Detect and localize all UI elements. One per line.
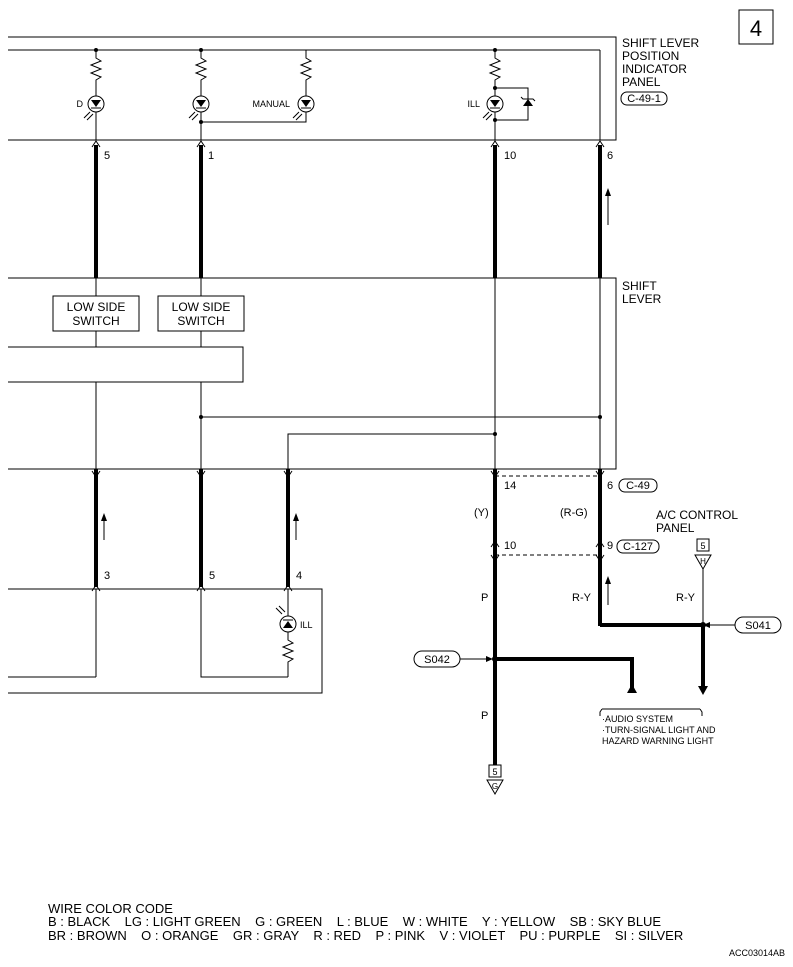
low-side-switch-1 bbox=[52, 295, 140, 332]
splice-s041-badge bbox=[734, 616, 782, 634]
ill-lamp-label: ILL bbox=[467, 99, 480, 109]
panel-to-lever-wires bbox=[91, 140, 611, 278]
panel-pin-1: 1 bbox=[208, 150, 214, 162]
destination-audio: ·AUDIO SYSTEM bbox=[602, 714, 673, 724]
low-side-switch-2-line-1: LOW SIDE bbox=[172, 300, 231, 314]
lower-pin-4: 4 bbox=[296, 570, 302, 582]
ac-panel-ref-num: 5 bbox=[700, 541, 705, 551]
wire-color-p-2: P bbox=[481, 710, 488, 722]
low-side-switch-2-line-2: SWITCH bbox=[177, 314, 224, 328]
indicator-panel: SHIFT LEVER POSITION INDICATOR PANEL C-4… bbox=[8, 36, 699, 141]
connector-c127-label: C-127 bbox=[623, 541, 653, 553]
indicator-panel-title-4: PANEL bbox=[622, 75, 661, 89]
ac-panel-ref-triangle bbox=[694, 554, 712, 571]
splice-s041-label: S041 bbox=[745, 620, 771, 632]
lever-pin-6: 6 bbox=[607, 480, 613, 492]
manual-lamp-label: MANUAL bbox=[252, 99, 290, 109]
page-number: 4 bbox=[750, 16, 762, 41]
ac-panel-title-1: A/C CONTROL bbox=[656, 508, 738, 522]
destination-hazard: HAZARD WARNING LIGHT bbox=[602, 736, 714, 746]
lever-to-lower-wires bbox=[91, 469, 299, 592]
lower-pin-3: 3 bbox=[104, 570, 110, 582]
ac-panel-ref-box bbox=[696, 538, 710, 552]
wire-color-p-1: P bbox=[481, 592, 488, 604]
bottom-ref-num: 5 bbox=[492, 767, 497, 777]
connector-c49-1-label: C-49-1 bbox=[627, 93, 661, 105]
indicator-panel-title-2: POSITION bbox=[622, 49, 679, 63]
connector-c49-label: C-49 bbox=[626, 480, 650, 492]
zener-diode-icon bbox=[523, 99, 533, 106]
bottom-ref-letter: G bbox=[492, 782, 498, 791]
low-side-switch-1-line-2: SWITCH bbox=[72, 314, 119, 328]
junction-pin-10: 10 bbox=[504, 540, 516, 552]
wire-color-code-row-2: BR : BROWN O : ORANGE GR : GRAY R : RED … bbox=[48, 928, 683, 943]
shift-lever-title-2: LEVER bbox=[622, 292, 662, 306]
panel-pin-5: 5 bbox=[104, 150, 110, 162]
wire-color-ry-1: R-Y bbox=[572, 592, 592, 604]
wire-color-code-title: WIRE COLOR CODE bbox=[48, 901, 173, 916]
low-side-switch-2 bbox=[157, 295, 245, 332]
junction-pin-9: 9 bbox=[607, 540, 613, 552]
ac-panel-title-2: PANEL bbox=[656, 521, 695, 535]
connector-c127-badge bbox=[616, 539, 660, 554]
connector-c49-1-badge bbox=[620, 91, 668, 106]
switch-block bbox=[8, 346, 244, 383]
splice-s042-label: S042 bbox=[424, 654, 450, 666]
low-side-switch-1-line-1: LOW SIDE bbox=[67, 300, 126, 314]
lower-ill-lamp-label: ILL bbox=[300, 620, 313, 630]
lower-unit: ILL bbox=[8, 588, 323, 694]
indicator-panel-title-1: SHIFT LEVER bbox=[622, 36, 699, 50]
bottom-ref-box bbox=[488, 764, 502, 778]
lower-pin-5: 5 bbox=[209, 570, 215, 582]
connector-c49-badge bbox=[618, 478, 658, 493]
shift-lever: SHIFT LEVER LOW SIDE SWITCH LOW SIDE SWI… bbox=[8, 277, 662, 470]
destination-turn-signal: ·TURN-SIGNAL LIGHT AND bbox=[602, 725, 716, 735]
ac-panel-ref-letter: H bbox=[700, 557, 706, 566]
splice-s042-badge bbox=[413, 650, 461, 668]
wire-color-y: (Y) bbox=[474, 507, 489, 519]
wire-color-rg: (R-G) bbox=[560, 507, 588, 519]
d-lamp-label: D bbox=[77, 99, 84, 109]
wire-color-ry-2: R-Y bbox=[676, 592, 696, 604]
bottom-ref-triangle bbox=[486, 779, 504, 796]
right-side-wiring bbox=[460, 469, 735, 773]
figure-code: ACC03014AB bbox=[729, 948, 785, 958]
panel-pin-10: 10 bbox=[504, 150, 516, 162]
panel-pin-6: 6 bbox=[607, 150, 613, 162]
lever-pin-14: 14 bbox=[504, 480, 516, 492]
page-number-box bbox=[738, 9, 774, 45]
indicator-panel-title-3: INDICATOR bbox=[622, 62, 687, 76]
shift-lever-title-1: SHIFT bbox=[622, 279, 657, 293]
wire-color-code-row-1: B : BLACK LG : LIGHT GREEN G : GREEN L :… bbox=[48, 914, 661, 929]
